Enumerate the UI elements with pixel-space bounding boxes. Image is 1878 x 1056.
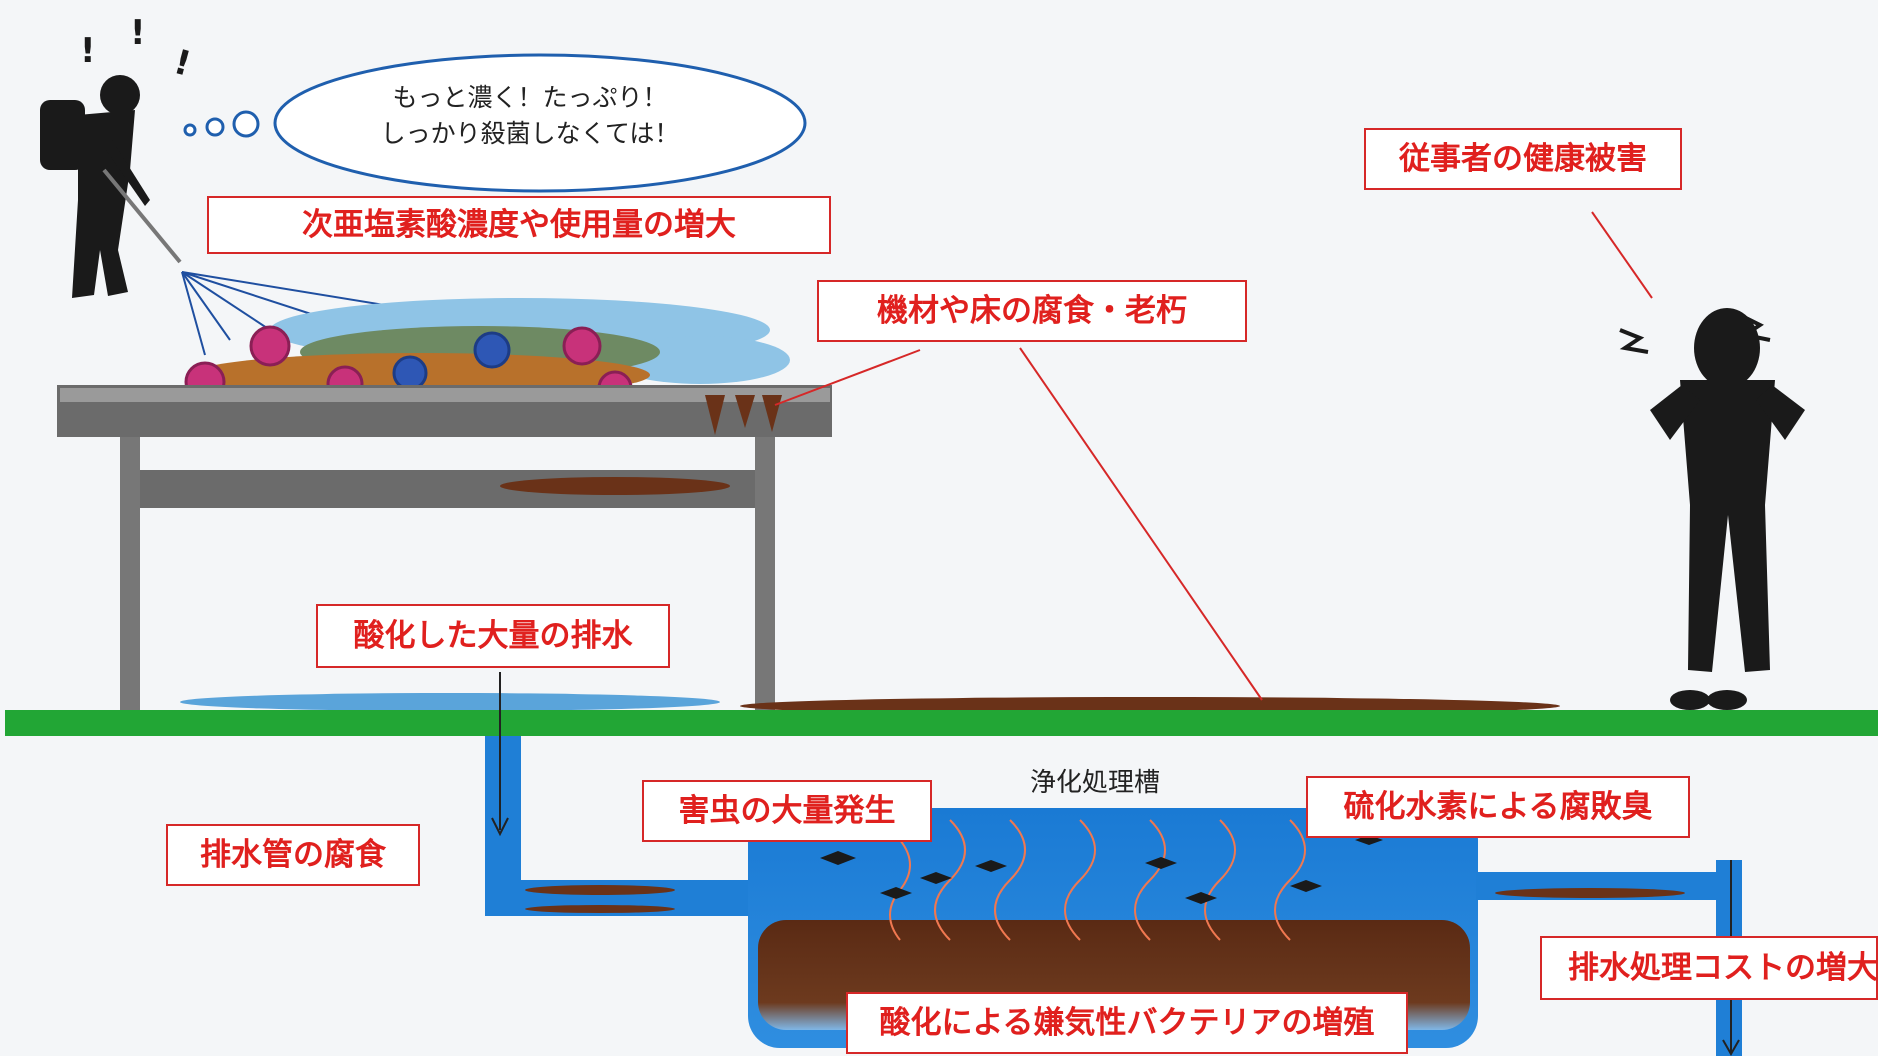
pest-outbreak-label: 害虫の大量発生 (642, 780, 932, 842)
spraying-worker-silhouette: ! ! ! (40, 13, 195, 298)
work-table (57, 385, 832, 712)
ground-line (5, 710, 1878, 736)
treatment-cost-label: 排水処理コストの増大 (1540, 936, 1878, 1000)
hydrogen-sulfide-label: 硫化水素による腐敗臭 (1306, 776, 1690, 838)
thought-line-1: もっと濃く！たっぷり！ (392, 83, 668, 112)
equipment-corrosion-label: 機材や床の腐食・老朽 (817, 280, 1247, 342)
svg-text:!: ! (130, 13, 146, 53)
svg-text:!: ! (80, 31, 96, 71)
pipe-corrosion-label: 排水管の腐食 (166, 824, 420, 886)
inlet-pipe (485, 672, 750, 916)
thought-text: もっと濃く！たっぷり！ しっかり殺菌しなくては！ (360, 80, 700, 152)
thought-cloud (183, 53, 807, 193)
worker-health-label: 従事者の健康被害 (1364, 128, 1682, 190)
tank-title: 浄化処理槽 (1030, 768, 1161, 798)
oxidized-wastewater-label: 酸化した大量の排水 (316, 604, 670, 668)
svg-text:!: ! (170, 42, 195, 85)
chlorine-increase-label: 次亜塩素酸濃度や使用量の増大 (207, 196, 831, 254)
affected-worker-silhouette (1619, 308, 1805, 710)
thought-line-2: しっかり殺菌しなくては！ (380, 119, 680, 148)
anaerobic-bacteria-label: 酸化による嫌気性バクテリアの増殖 (846, 992, 1408, 1054)
leader-lines (774, 211, 1653, 701)
